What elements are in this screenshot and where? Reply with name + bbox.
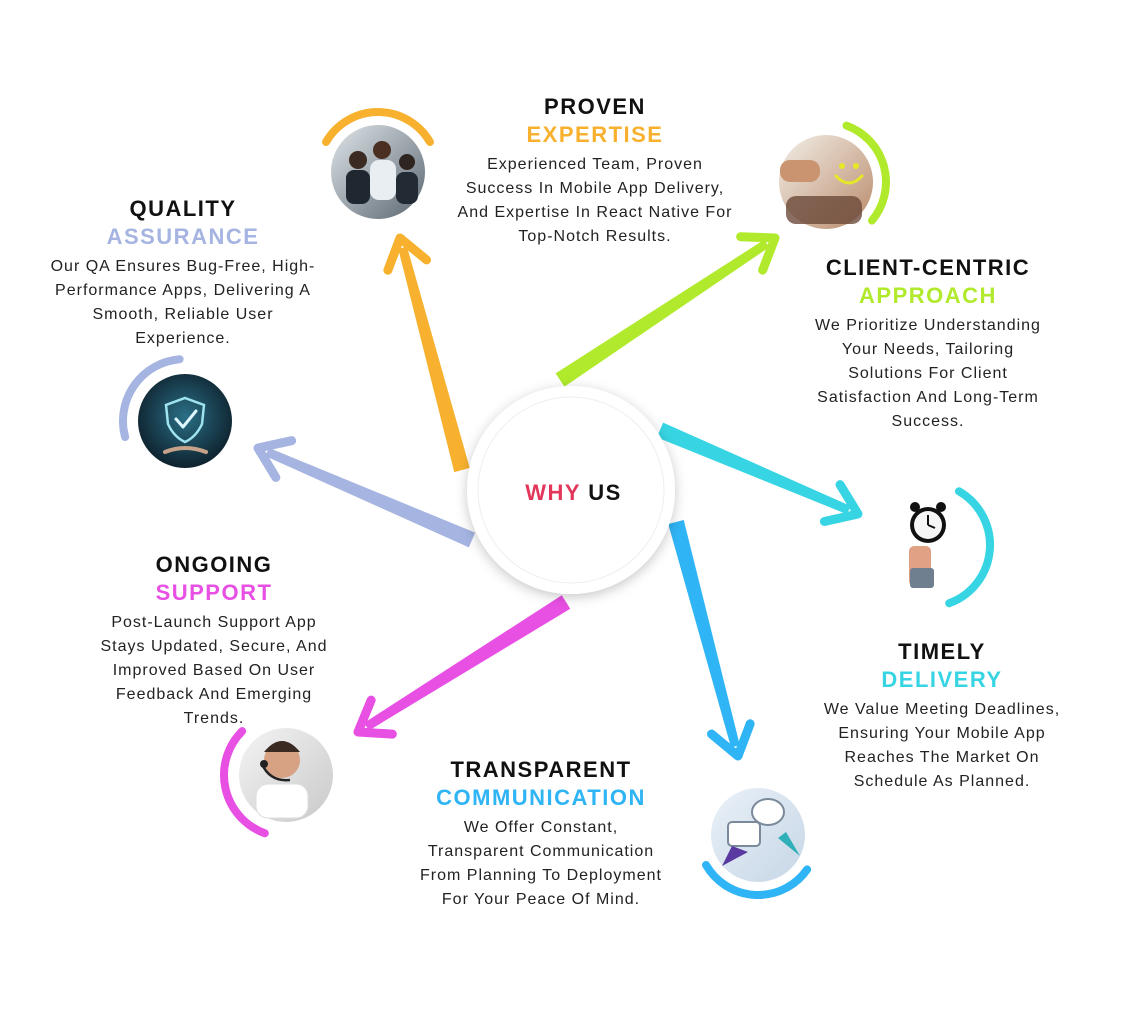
ongoing-support-heading: ONGOING [155, 552, 273, 577]
desc-line: Smooth, Reliable User [92, 306, 274, 323]
desc-line: Your Needs, Tailoring [841, 341, 1015, 358]
quality-assurance-ring-arc [119, 355, 184, 442]
desc-line: For Your Peace Of Mind. [441, 891, 641, 908]
desc-line: Experience. [135, 330, 231, 347]
quality-assurance-block: QUALITY ASSURANCE Our QA Ensures Bug-Fre… [30, 195, 336, 351]
desc-line: Top-Notch Results. [518, 228, 672, 245]
ongoing-support-subheading: SUPPORT [155, 580, 273, 605]
proven-expertise-subheading: EXPERTISE [526, 122, 664, 147]
support-headset-photo-icon [239, 728, 333, 822]
desc-line: We Value Meeting Deadlines, [823, 701, 1061, 718]
proven-expertise-description: Experienced Team, Proven Success In Mobi… [440, 153, 750, 249]
client-centric-description: We Prioritize Understanding Your Needs, … [790, 314, 1066, 434]
timely-delivery-arrowhead [819, 480, 863, 526]
client-centric-approach-ring-arc [842, 121, 890, 225]
desc-line: Solutions For Client [848, 365, 1008, 382]
client-centric-approach-arrowhead [736, 232, 780, 275]
center-title-why: WHY [525, 480, 581, 505]
transparent-communication-ring-arc [702, 861, 812, 899]
ongoing-support-block: ONGOING SUPPORT Post-Launch Support App … [82, 551, 346, 731]
desc-line: From Planning To Deployment [420, 867, 662, 884]
timely-delivery-description: We Value Meeting Deadlines, Ensuring You… [806, 698, 1078, 794]
desc-line: Experienced Team, Proven [487, 156, 703, 173]
proven-expertise-heading: PROVEN [544, 94, 646, 119]
proven-expertise-arrow [398, 246, 470, 473]
desc-line: Transparent Communication [427, 843, 655, 860]
desc-line: Stays Updated, Secure, And [100, 638, 328, 655]
transparent-communication-description: We Offer Constant, Transparent Communica… [398, 816, 684, 912]
desc-line: Performance Apps, Delivering A [55, 282, 311, 299]
ongoing-support-description: Post-Launch Support App Stays Updated, S… [82, 611, 346, 731]
ongoing-support-arrow [364, 595, 571, 731]
proven-expertise-ring-arc [322, 108, 434, 146]
timely-delivery-subheading: DELIVERY [881, 667, 1003, 692]
desc-line: Our QA Ensures Bug-Free, High- [50, 258, 316, 275]
desc-line: We Offer Constant, [463, 819, 619, 836]
client-centric-block: CLIENT-CENTRIC APPROACH We Prioritize Un… [790, 254, 1066, 434]
shield-check-icon [138, 374, 232, 468]
desc-line: Improved Based On User [112, 662, 316, 679]
quality-assurance-arrowhead [253, 436, 297, 482]
desc-line: Feedback And Emerging [115, 686, 313, 703]
desc-line: And Expertise In React Native For [457, 204, 733, 221]
desc-line: Schedule As Planned. [853, 773, 1031, 790]
desc-line: Ensuring Your Mobile App [838, 725, 1046, 742]
quality-assurance-arrow [265, 447, 476, 548]
center-title: WHY US [0, 480, 1147, 506]
center-title-us: US [588, 480, 622, 505]
transparent-communication-block: TRANSPARENT COMMUNICATION We Offer Const… [398, 756, 684, 912]
chat-bubbles-icon [711, 788, 805, 882]
desc-line: Success. [891, 413, 965, 430]
timely-delivery-block: TIMELY DELIVERY We Value Meeting Deadlin… [806, 638, 1078, 794]
desc-line: Post-Launch Support App [111, 614, 317, 631]
client-centric-approach-arrow [555, 239, 770, 387]
transparent-communication-subheading: COMMUNICATION [436, 785, 646, 810]
center-inner-ring [477, 396, 665, 584]
client-centric-subheading: APPROACH [859, 283, 997, 308]
transparent-communication-arrowhead [706, 719, 755, 761]
desc-line: We Prioritize Understanding [815, 317, 1041, 334]
client-centric-heading: CLIENT-CENTRIC [825, 255, 1031, 280]
business-team-photo-icon [331, 125, 425, 219]
alarm-clock-photo-icon [909, 502, 946, 588]
desc-line: Reaches The Market On [844, 749, 1040, 766]
transparent-communication-arrow [668, 519, 740, 748]
proven-expertise-block: PROVEN EXPERTISE Experienced Team, Prove… [440, 93, 750, 249]
transparent-communication-heading: TRANSPARENT [450, 757, 632, 782]
ongoing-support-arrowhead [353, 695, 397, 739]
smiley-face-photo-icon [779, 135, 873, 229]
quality-assurance-heading: QUALITY [129, 196, 237, 221]
proven-expertise-arrowhead [383, 233, 432, 275]
timely-delivery-arrow [656, 422, 851, 515]
ongoing-support-ring-arc [220, 727, 269, 838]
desc-line: Success In Mobile App Delivery, [465, 180, 725, 197]
desc-line: Satisfaction And Long-Term [817, 389, 1039, 406]
quality-assurance-description: Our QA Ensures Bug-Free, High- Performan… [30, 255, 336, 351]
quality-assurance-subheading: ASSURANCE [106, 224, 260, 249]
desc-line: Trends. [183, 710, 245, 727]
timely-delivery-ring-arc [945, 487, 994, 608]
timely-delivery-heading: TIMELY [898, 639, 986, 664]
